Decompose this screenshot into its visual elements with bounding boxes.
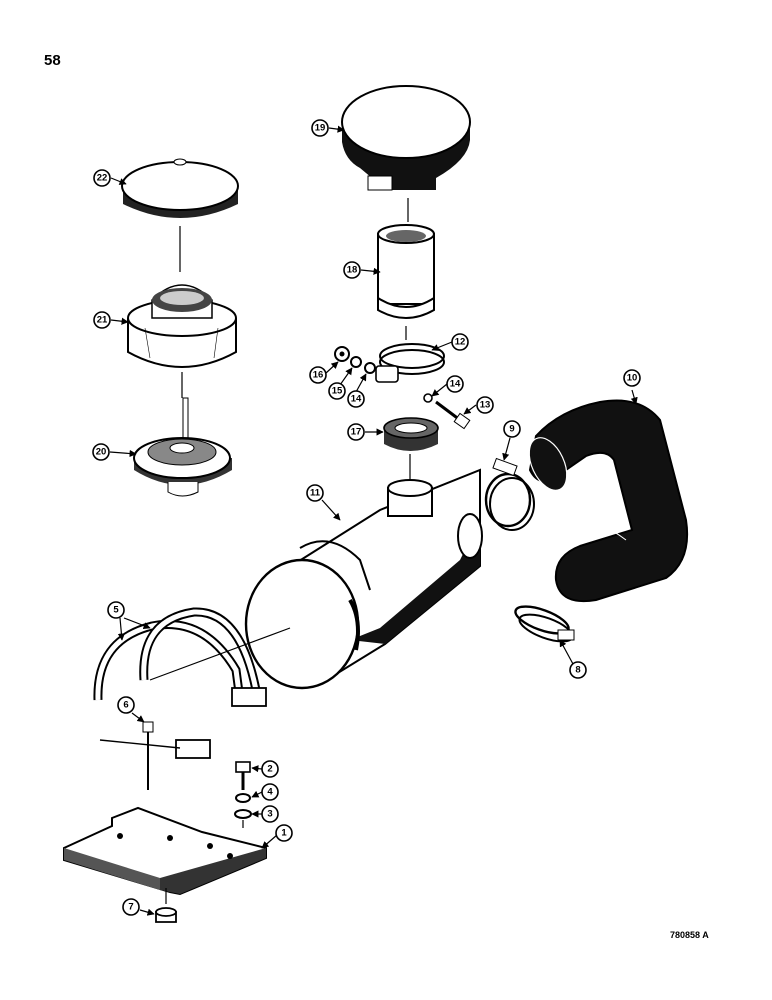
callout-2: 2 bbox=[261, 760, 279, 778]
hose-clamp-8 bbox=[514, 605, 575, 643]
callout-6: 6 bbox=[117, 696, 135, 714]
callout-22: 22 bbox=[93, 169, 111, 187]
air-cap-19 bbox=[341, 85, 471, 191]
bolt-2 bbox=[235, 761, 251, 790]
callout-9: 9 bbox=[503, 420, 521, 438]
svg-text:22: 22 bbox=[97, 173, 108, 184]
leader bbox=[149, 627, 291, 681]
callout-19: 19 bbox=[311, 119, 329, 137]
page-number: 58 bbox=[44, 52, 61, 69]
nut-7 bbox=[155, 907, 177, 923]
callout-15: 15 bbox=[328, 382, 346, 400]
drawing-reference-code: 780858 A bbox=[670, 930, 709, 940]
callout-7: 7 bbox=[122, 898, 140, 916]
callout-5: 5 bbox=[107, 601, 125, 619]
svg-text:17: 17 bbox=[351, 427, 362, 438]
svg-text:12: 12 bbox=[455, 337, 466, 348]
elbow-hose-10 bbox=[528, 399, 689, 602]
callout-13: 13 bbox=[476, 396, 494, 414]
callout-14a: 14 bbox=[446, 375, 464, 393]
svg-text:21: 21 bbox=[97, 315, 108, 326]
base-bracket-1 bbox=[63, 806, 267, 896]
callout-12: 12 bbox=[451, 333, 469, 351]
svg-text:15: 15 bbox=[332, 386, 343, 397]
svg-text:20: 20 bbox=[96, 447, 107, 458]
nut-16 bbox=[334, 346, 350, 362]
tube-18 bbox=[377, 224, 435, 319]
callout-10: 10 bbox=[623, 369, 641, 387]
bolt-6 bbox=[142, 721, 154, 790]
svg-text:14: 14 bbox=[450, 379, 461, 390]
bolt-13 bbox=[423, 393, 471, 430]
washer-15 bbox=[350, 356, 362, 368]
svg-text:9: 9 bbox=[509, 424, 514, 435]
callout-16: 16 bbox=[309, 366, 327, 384]
svg-text:10: 10 bbox=[627, 373, 638, 384]
precleaner-base-20 bbox=[133, 397, 232, 497]
callout-8: 8 bbox=[569, 661, 587, 679]
cover-22 bbox=[121, 158, 239, 218]
svg-text:2: 2 bbox=[267, 764, 272, 775]
callout-4: 4 bbox=[261, 783, 279, 801]
callout-14b: 14 bbox=[347, 390, 365, 408]
svg-text:3: 3 bbox=[267, 809, 272, 820]
svg-text:13: 13 bbox=[480, 400, 491, 411]
callout-3: 3 bbox=[261, 805, 279, 823]
callout-18: 18 bbox=[343, 261, 361, 279]
precleaner-bowl-21 bbox=[127, 284, 237, 368]
svg-text:6: 6 bbox=[123, 700, 128, 711]
clamp-12 bbox=[375, 343, 445, 383]
svg-text:8: 8 bbox=[575, 665, 580, 676]
svg-text:1: 1 bbox=[281, 828, 287, 839]
lockwasher-4 bbox=[235, 793, 251, 803]
callout-1: 1 bbox=[275, 824, 293, 842]
callout-17: 17 bbox=[347, 423, 365, 441]
callout-20: 20 bbox=[92, 443, 110, 461]
hose-clamp-9 bbox=[484, 457, 535, 531]
callout-21: 21 bbox=[93, 311, 111, 329]
svg-text:19: 19 bbox=[315, 123, 326, 134]
gasket-17 bbox=[383, 417, 439, 451]
svg-text:5: 5 bbox=[113, 605, 119, 616]
mounting-bands-5 bbox=[93, 607, 267, 759]
svg-text:16: 16 bbox=[313, 370, 324, 381]
svg-text:11: 11 bbox=[310, 488, 321, 499]
air-cleaner-body-11 bbox=[244, 468, 483, 690]
svg-text:18: 18 bbox=[347, 265, 358, 276]
svg-text:14: 14 bbox=[351, 394, 362, 405]
svg-text:4: 4 bbox=[267, 787, 273, 798]
washer-14a bbox=[364, 362, 376, 374]
callout-leaders bbox=[109, 125, 638, 916]
callout-11: 11 bbox=[306, 484, 324, 502]
washer-3 bbox=[234, 809, 252, 819]
svg-text:7: 7 bbox=[128, 902, 133, 913]
